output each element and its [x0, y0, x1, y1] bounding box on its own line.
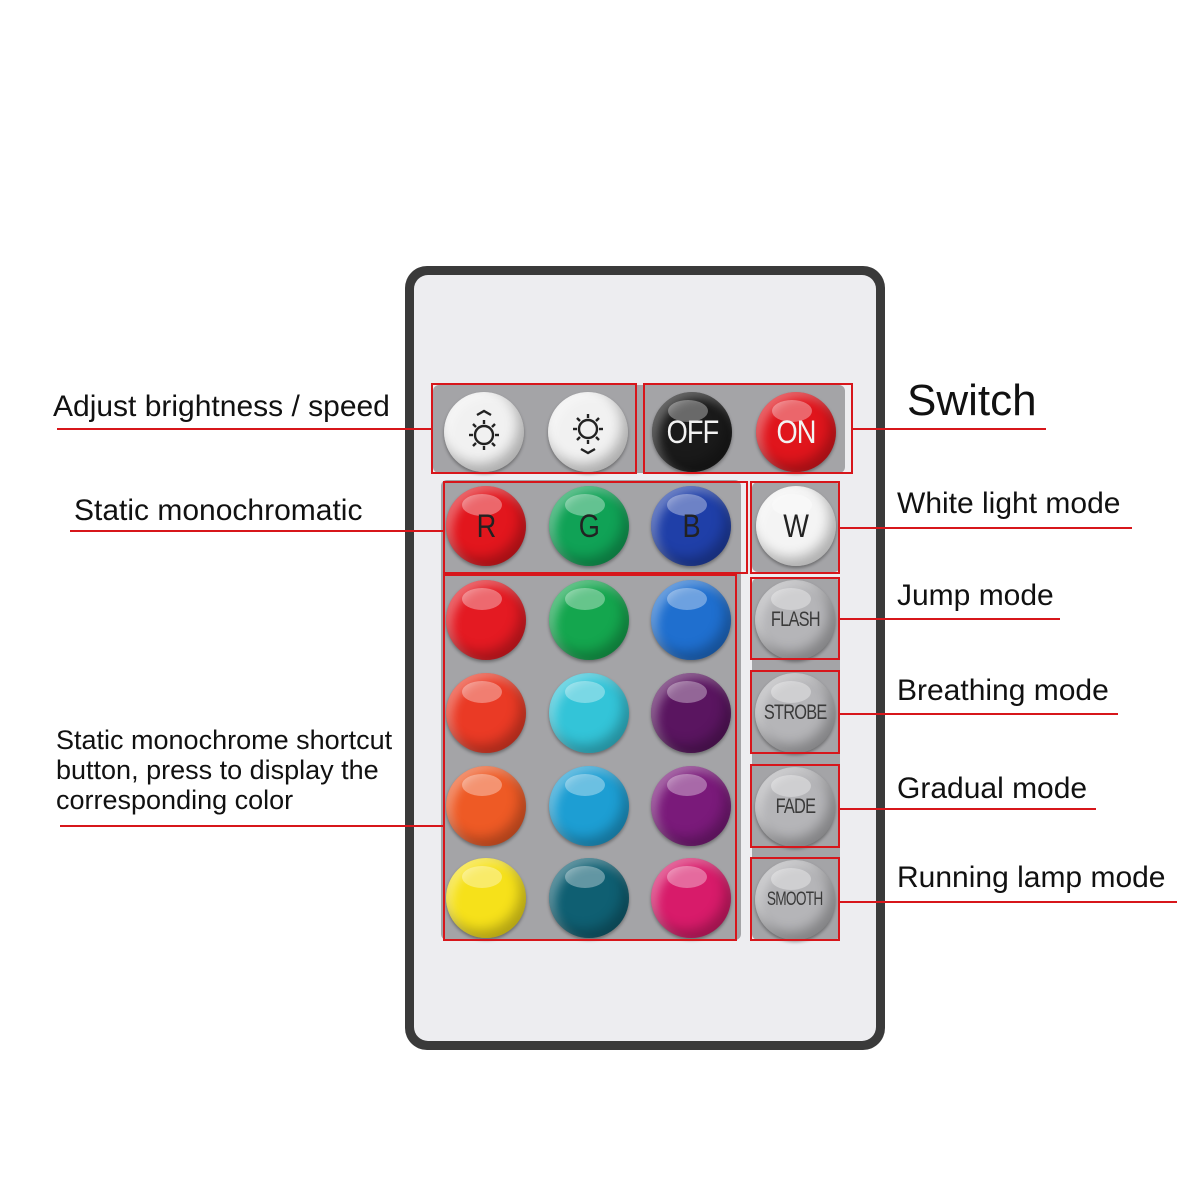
callout-line-breathing	[840, 713, 1118, 715]
label-shortcut-line1: Static monochrome shortcut	[56, 725, 393, 755]
label-brightness: Adjust brightness / speed	[53, 390, 390, 423]
callout-line-static-mono	[70, 530, 444, 532]
r-label: R	[476, 507, 497, 544]
highlight-strobe	[750, 670, 840, 754]
label-gradual: Gradual mode	[897, 772, 1088, 805]
callout-line-jump	[840, 618, 1060, 620]
callout-line-gradual	[840, 808, 1096, 810]
g-label: G	[578, 507, 600, 544]
callout-line-switch	[852, 428, 1046, 430]
label-white: White light mode	[897, 487, 1121, 520]
label-static-mono: Static monochromatic	[74, 494, 363, 527]
callout-line-white	[840, 527, 1132, 529]
brightness-up-icon	[469, 409, 499, 450]
label-shortcut: Static monochrome shortcut button, press…	[56, 725, 426, 815]
highlight-flash	[750, 577, 840, 660]
label-jump: Jump mode	[897, 579, 1054, 612]
label-running: Running lamp mode	[897, 861, 1166, 894]
highlight-color-grid	[443, 574, 737, 941]
brightness-down-icon	[573, 414, 603, 455]
off-button[interactable]: OFF	[652, 392, 732, 472]
highlight-fade	[750, 764, 840, 848]
brightness-down-button[interactable]	[548, 392, 628, 472]
label-shortcut-line3: corresponding color	[56, 785, 294, 815]
brightness-up-button[interactable]	[444, 392, 524, 472]
strobe-label: STROBE	[763, 701, 827, 724]
callout-line-shortcut	[60, 825, 444, 827]
highlight-rgb	[443, 481, 748, 574]
flash-label: FLASH	[770, 608, 821, 631]
smooth-label: SMOOTH	[767, 889, 823, 910]
highlight-switch	[643, 383, 853, 474]
highlight-brightness	[431, 383, 637, 474]
label-shortcut-line2: button, press to display the	[56, 755, 379, 785]
highlight-smooth	[750, 857, 840, 941]
label-breathing: Breathing mode	[897, 674, 1109, 707]
fade-label: FADE	[775, 795, 815, 818]
callout-line-brightness	[57, 428, 432, 430]
callout-line-running	[840, 901, 1177, 903]
highlight-white	[750, 481, 840, 574]
w-label: W	[783, 507, 810, 544]
label-switch: Switch	[907, 376, 1037, 425]
on-label: ON	[776, 413, 816, 450]
off-label: OFF	[666, 413, 719, 450]
b-label: B	[682, 507, 700, 544]
